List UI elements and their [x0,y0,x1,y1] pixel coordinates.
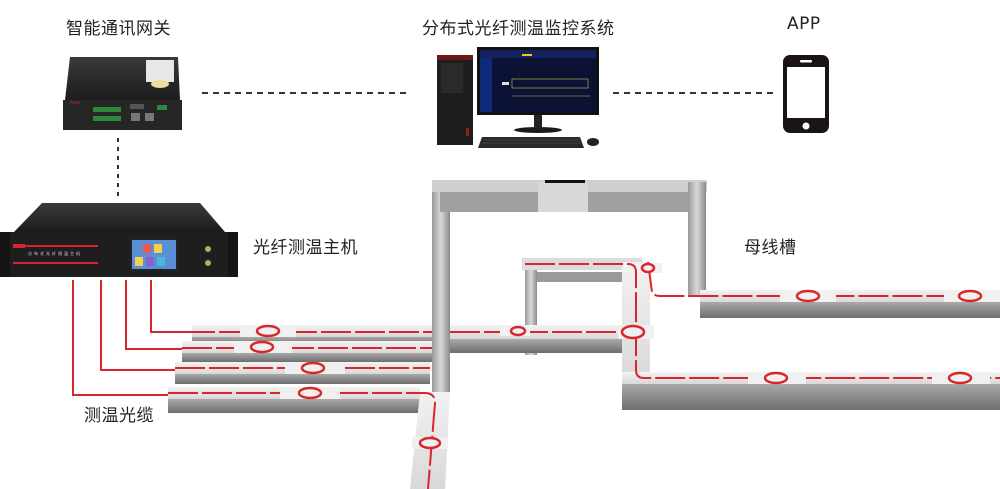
network-links [117,92,773,200]
gateway-device-icon: Acrel [63,57,182,130]
fiber-cable-3 [100,280,175,371]
smartphone-icon [783,55,829,133]
sensor-clamp [234,340,292,354]
rack-host-icon: 分布式光纤测温主机 [0,203,238,277]
sensor-clamp [780,289,836,303]
sensor-clamp [285,361,345,375]
svg-text:分布式光纤测温主机: 分布式光纤测温主机 [28,250,82,256]
fiber-cable-4 [72,280,168,396]
sensor-clamp [280,386,340,400]
busway-riser [432,180,707,392]
temperature-fiber-cables [72,280,185,396]
temperature-sensor-points [234,262,1000,450]
busway-lower-right-run [622,262,1000,410]
app-label: APP [787,14,821,34]
sensor-clamp [500,325,530,337]
host-label: 光纤测温主机 [253,238,358,258]
gateway-label: 智能通讯网关 [66,19,171,39]
busway-label: 母线槽 [744,238,797,258]
sensor-clamp [932,371,990,385]
svg-text:Acrel: Acrel [70,100,80,105]
sensor-clamp [618,324,654,340]
fiber-cable-2 [125,280,182,350]
desktop-computer-icon [437,47,599,148]
sensor-clamp [748,371,806,385]
sensor-clamp [944,289,1000,303]
sensor-clamp [640,262,662,274]
fiber-cable-1 [150,280,185,333]
busway-inner-frame [450,258,642,355]
cable-label: 测温光缆 [84,406,154,426]
sensor-clamp [412,436,448,450]
sensor-clamp [240,324,296,338]
monitor-system-label: 分布式光纤测温监控系统 [422,19,615,39]
